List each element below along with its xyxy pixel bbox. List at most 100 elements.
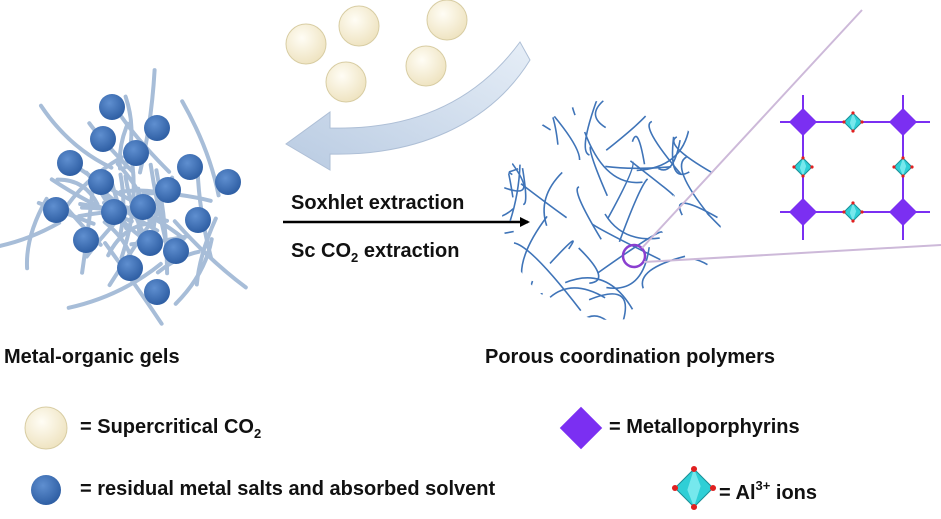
network-strand	[706, 212, 722, 237]
network-strand	[502, 156, 519, 176]
gel-fiber	[173, 237, 214, 306]
network-strand	[576, 186, 602, 240]
network-strand	[685, 305, 702, 320]
network-strand	[502, 208, 514, 222]
metal-salt-dot	[88, 169, 114, 195]
network-strand	[702, 65, 730, 97]
scco2-prefix: Sc CO	[291, 240, 352, 262]
network-strand	[521, 167, 527, 206]
legend-al-suffix: ions	[770, 482, 817, 504]
gel-fiber	[66, 261, 163, 310]
zoom-line-bottom	[643, 244, 941, 263]
legend-co2-text: = Supercritical CO2	[80, 416, 261, 441]
network-strand	[484, 137, 492, 207]
network-strand	[680, 156, 711, 217]
network-strand	[631, 135, 646, 165]
network-strand	[607, 161, 634, 219]
gel-fiber	[0, 220, 62, 248]
al-ion	[892, 156, 914, 178]
network-strand	[549, 240, 574, 264]
co2-particles	[285, 0, 468, 103]
network-strand	[658, 139, 681, 171]
network-strand	[523, 100, 559, 145]
gel-fiber	[55, 177, 100, 207]
legend-co2-prefix: = Supercritical CO	[80, 416, 254, 438]
network-strand	[604, 213, 660, 240]
network-strand	[641, 255, 686, 289]
network-strand	[648, 120, 682, 175]
al-ion	[671, 465, 717, 511]
metal-salt-dot	[57, 150, 83, 176]
network-strand	[530, 280, 543, 295]
metal-salt-dot	[117, 255, 143, 281]
gel-fiber	[180, 99, 221, 198]
co2-particle	[405, 45, 447, 87]
network-strand	[502, 139, 514, 198]
metal-salt-dot	[90, 126, 116, 152]
legend-al-text: = Al3+ ions	[719, 478, 817, 505]
network-strand	[584, 100, 603, 156]
metal-salt-dot	[215, 169, 241, 195]
metal-salt-dot	[163, 238, 189, 264]
legend-co2-subscript: 2	[253, 426, 262, 441]
legend-co2-icon	[24, 406, 68, 450]
metal-salt-dot	[144, 115, 170, 141]
network-strand	[606, 247, 650, 290]
metal-salt-dot	[43, 197, 69, 223]
zoom-line-top	[641, 9, 863, 249]
network-strand	[502, 100, 552, 131]
network-strand	[502, 230, 514, 237]
metal-organic-gel	[0, 68, 248, 326]
legend-salts-text: = residual metal salts and absorbed solv…	[80, 478, 496, 500]
network-strand	[549, 287, 606, 299]
legend-al-prefix: = Al	[719, 482, 756, 504]
label-porous-polymers: Porous coordination polymers	[485, 346, 776, 368]
porphyrin-node	[789, 108, 817, 136]
porphyrin-node	[889, 108, 917, 136]
co2-particle	[338, 5, 380, 47]
network-strand	[509, 164, 521, 221]
network-strand	[673, 136, 713, 174]
zoom-circle	[621, 243, 647, 269]
legend-al-superscript: 3+	[755, 478, 771, 493]
gel-fiber	[116, 109, 172, 174]
process-step-scco2: Sc CO2 extraction	[291, 240, 459, 265]
metal-salt-dot	[99, 94, 125, 120]
co2-particle	[285, 23, 327, 65]
network-strand	[520, 215, 548, 287]
label-metal-organic-gels: Metal-organic gels	[4, 346, 180, 368]
network-strand	[629, 160, 675, 197]
scco2-subscript: 2	[351, 250, 359, 265]
network-strand	[513, 242, 582, 312]
network-strand	[594, 100, 607, 129]
network-strand	[605, 165, 672, 170]
network-strand	[543, 171, 563, 226]
metal-salt-dot	[123, 140, 149, 166]
porphyrin-node	[789, 198, 817, 226]
network-strand	[605, 115, 647, 151]
network-strand	[583, 131, 643, 184]
network-strand	[693, 258, 722, 305]
metal-salt-dot	[137, 230, 163, 256]
metal-salt-dot	[144, 279, 170, 305]
network-strand	[564, 276, 634, 310]
legend-porphyrin-icon	[559, 406, 603, 450]
process-step-soxhlet: Soxhlet extraction	[291, 192, 465, 214]
network-strand	[502, 289, 509, 320]
network-strand	[678, 202, 718, 219]
network-strand	[460, 134, 494, 204]
al-ion	[842, 201, 864, 223]
scco2-suffix: extraction	[358, 240, 460, 262]
network-strand	[588, 293, 627, 320]
network-strand	[589, 146, 609, 197]
network-strand	[597, 231, 663, 274]
legend-porphyrin-text: = Metalloporphyrins	[609, 416, 800, 438]
porphyrin-node	[889, 198, 917, 226]
legend-salt-icon	[31, 475, 61, 505]
network-strand	[732, 244, 792, 282]
network-strand	[727, 156, 781, 187]
metal-salt-dot	[101, 199, 127, 225]
network-strand	[591, 223, 661, 261]
co2-particle	[426, 0, 468, 41]
